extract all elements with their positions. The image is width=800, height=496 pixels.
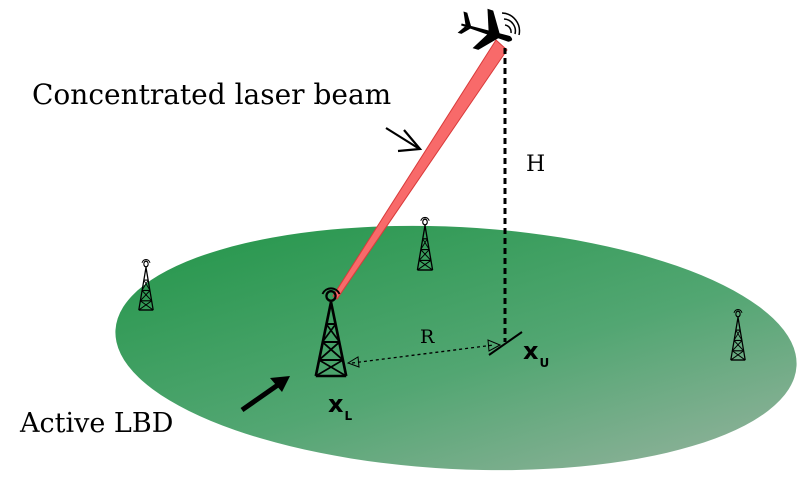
uav-position-subscript: U [539, 356, 550, 370]
signal-waves-icon [501, 12, 521, 36]
beam-pointer-arrow [385, 127, 423, 153]
coverage-area-ellipse [115, 225, 797, 471]
projection-marker [488, 331, 523, 356]
uav-position-label: xU [523, 337, 549, 370]
lbd-position-symbol: x [328, 390, 344, 418]
uav-position-symbol: x [523, 337, 539, 365]
active-lbd-label: Active LBD [20, 408, 174, 439]
active-lbd-pointer-arrow [240, 376, 290, 413]
lbd-position-subscript: L [344, 409, 353, 423]
airplane-icon [457, 8, 513, 50]
distance-label: R [420, 326, 435, 348]
beam-label: Concentrated laser beam [32, 78, 392, 111]
distance-arrowhead-left [346, 356, 360, 368]
height-label: H [526, 152, 546, 177]
lbd-position-label: xL [328, 390, 352, 423]
distance-arrowhead-right [487, 339, 502, 352]
